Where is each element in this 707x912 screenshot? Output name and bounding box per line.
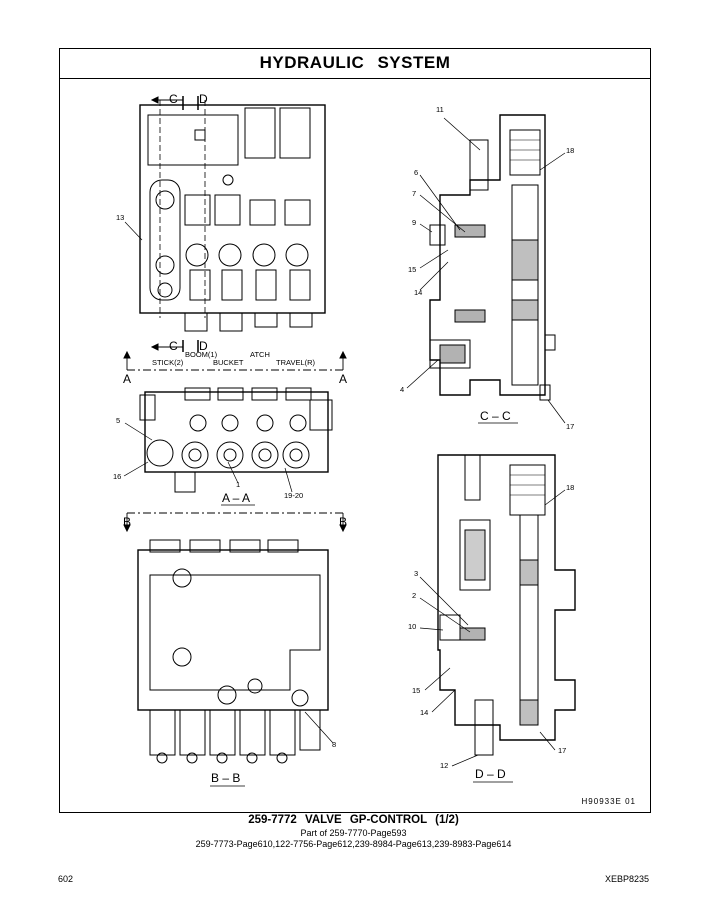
callout-11: 11 (436, 105, 444, 114)
section-caption-aa: A – A (222, 491, 251, 505)
callout-4: 4 (400, 385, 405, 394)
callout-8: 8 (332, 740, 337, 749)
cc-view (406, 114, 566, 424)
label-travel: TRAVEL(R) (276, 358, 316, 367)
callout-17-cc: 17 (566, 422, 575, 431)
label-boom: BOOM(1) (185, 350, 218, 359)
section-mark-c-top: C (169, 92, 178, 106)
section-letter-a-right: A (339, 372, 348, 386)
section-mark-d-top: D (199, 92, 208, 106)
callout-2: 2 (412, 591, 417, 600)
callout-9: 9 (412, 218, 417, 227)
section-caption-cc: C – C (480, 409, 511, 423)
document-id: XEBP8235 (604, 874, 649, 884)
section-letter-b-right: B (339, 515, 348, 529)
part-caption-related-pages: 259-7773-Page610,122-7756-Page612,239-89… (195, 839, 512, 849)
label-bucket: BUCKET (213, 358, 244, 367)
callout-5: 5 (116, 416, 121, 425)
section-mark-d-bottom: D (199, 339, 208, 353)
callout-10: 10 (408, 622, 417, 631)
title-bar: HYDRAULIC SYSTEM (60, 49, 650, 79)
callout-13: 13 (116, 213, 125, 222)
figure-frame: HYDRAULIC SYSTEM H90933E 01 (59, 48, 651, 813)
callout-14-dd: 14 (420, 708, 429, 717)
callout-12: 12 (440, 761, 449, 770)
callout-3: 3 (414, 569, 419, 578)
label-stick: STICK(2) (152, 358, 184, 367)
figure-reference: H90933E 01 (581, 797, 636, 806)
callout-18-cc: 18 (566, 146, 575, 155)
callout-6: 6 (414, 168, 419, 177)
part-caption-parent: Part of 259-7770-Page593 (300, 828, 407, 838)
section-letter-a-left: A (123, 372, 132, 386)
aa-view (123, 387, 333, 506)
section-caption-dd: D – D (475, 767, 506, 781)
dd-view (419, 454, 576, 783)
section-letter-b-left: B (123, 515, 132, 529)
callout-1: 1 (236, 480, 241, 489)
part-caption-title: 259-7772 VALVE GP-CONTROL (1/2) (248, 814, 459, 826)
section-line-b (123, 512, 347, 533)
page-number: 602 (58, 874, 74, 884)
top-view (124, 96, 326, 352)
bb-view (137, 539, 334, 787)
page-title: HYDRAULIC SYSTEM (259, 53, 451, 72)
callout-7: 7 (412, 189, 417, 198)
section-line-a (123, 350, 347, 371)
callout-15-cc: 15 (408, 265, 417, 274)
callout-17-dd: 17 (558, 746, 567, 755)
label-atch: ATCH (250, 350, 270, 359)
section-mark-c-bottom: C (169, 339, 178, 353)
callout-14-cc: 14 (414, 288, 423, 297)
callout-16: 16 (113, 472, 122, 481)
callout-19-20: 19-20 (284, 491, 304, 500)
callout-15-dd: 15 (412, 686, 421, 695)
section-caption-bb: B – B (211, 771, 241, 785)
callout-18-dd: 18 (566, 483, 575, 492)
